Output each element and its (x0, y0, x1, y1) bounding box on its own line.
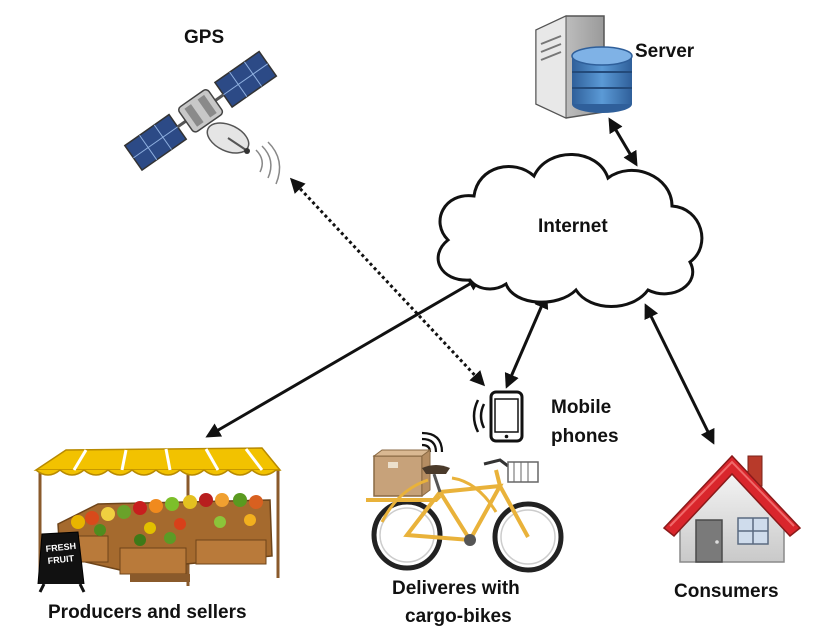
consumers-label: Consumers (674, 581, 779, 602)
mobile-label-line1: Mobile (551, 397, 611, 418)
mobile-label-line2: phones (551, 426, 619, 447)
cloud-icon (436, 153, 704, 308)
smartphone-icon (472, 390, 524, 443)
producers-label: Producers and sellers (48, 602, 247, 623)
deliveries-label-line1: Deliveres with (392, 578, 520, 599)
deliveries-label-line2: cargo-bikes (405, 606, 512, 627)
satellite-icon (123, 50, 281, 185)
server-label: Server (635, 41, 695, 62)
internet-label: Internet (538, 216, 608, 237)
internet-mobile-arrow (504, 293, 549, 389)
market-stall-icon: FRESH FRUIT (33, 447, 282, 593)
cargo-bike-icon (366, 431, 564, 573)
gps-label: GPS (184, 27, 224, 48)
connections (205, 117, 715, 445)
stall-sign-line1: FRESH (45, 541, 76, 554)
internet-producers-arrow (205, 276, 483, 438)
server-icon (535, 15, 633, 119)
stall-sign-line2: FRUIT (47, 553, 75, 566)
house-icon (662, 454, 802, 563)
server-internet-arrow (608, 117, 638, 167)
gps-mobile-dotted-arrow (289, 177, 486, 387)
internet-consumers-arrow (644, 303, 715, 445)
